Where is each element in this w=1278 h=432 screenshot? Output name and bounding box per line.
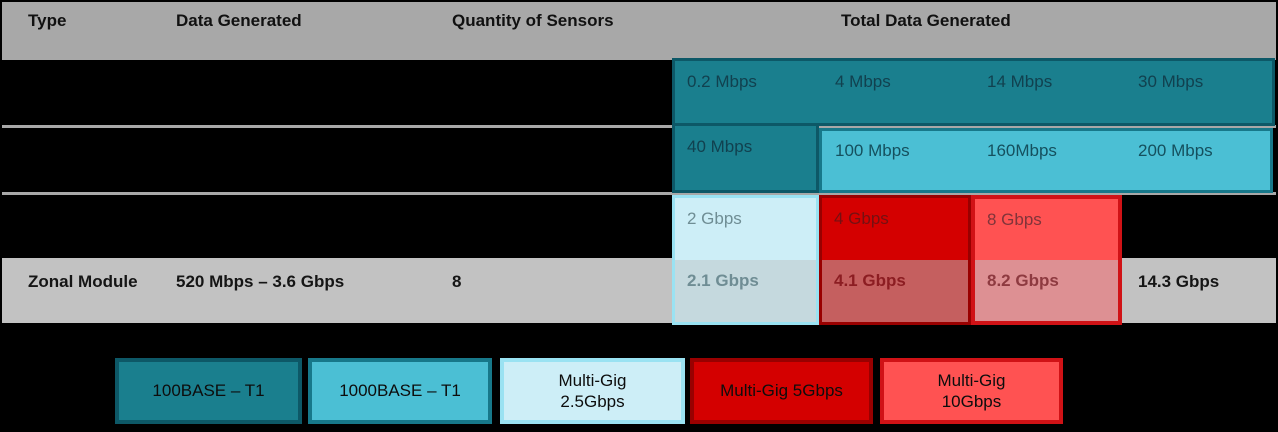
cell-multigig-5: 4 Gbps 4.1 Gbps (819, 195, 971, 325)
cell-multigig-5-zonal: 4.1 Gbps (822, 260, 968, 322)
cell-multigig-5-row3: 4 Gbps (822, 198, 968, 260)
legend-label: 10Gbps (941, 392, 1002, 411)
zonal-type-label: Zonal Module (28, 272, 138, 291)
cell-100base-row1-span: 0.2 Mbps 4 Mbps 14 Mbps 30 Mbps (672, 58, 1275, 126)
value-200-mbps: 200 Mbps (1138, 141, 1213, 160)
value-14-mbps: 14 Mbps (987, 72, 1053, 91)
value-4-mbps: 4 Mbps (835, 72, 891, 91)
value-160-mbps: 160Mbps (987, 141, 1057, 160)
value-4-1-gbps: 4.1 Gbps (834, 271, 906, 290)
zonal-quantity: 8 (452, 272, 462, 291)
legend-multigig-2-5gbps: Multi-Gig 2.5Gbps (500, 358, 685, 424)
legend-1000base-t1: 1000BASE – T1 (308, 358, 492, 424)
value-40-mbps: 40 Mbps (687, 137, 753, 156)
header-quantity-of-sensors: Quantity of Sensors (452, 11, 614, 30)
value-4-gbps: 4 Gbps (834, 209, 889, 228)
legend-multigig-5gbps: Multi-Gig 5Gbps (690, 358, 873, 424)
value-2-gbps: 2 Gbps (687, 209, 742, 228)
legend-label: Multi-Gig (558, 370, 627, 390)
cell-multigig-2-5: 2 Gbps 2.1 Gbps (672, 195, 819, 325)
header-data-generated: Data Generated (176, 11, 302, 30)
legend-label: 2.5Gbps (560, 392, 625, 411)
value-2-1-gbps: 2.1 Gbps (687, 271, 759, 290)
legend-multigig-10gbps: Multi-Gig 10Gbps (880, 358, 1063, 424)
legend-label: 100BASE – T1 (152, 381, 265, 401)
legend-label: 1000BASE – T1 (339, 381, 461, 401)
legend-100base-t1: 100BASE – T1 (115, 358, 302, 424)
legend-label: Multi-Gig (937, 370, 1006, 390)
value-100-mbps: 100 Mbps (835, 141, 910, 160)
value-0-2-mbps: 0.2 Mbps (687, 72, 757, 91)
value-8-2-gbps: 8.2 Gbps (987, 271, 1059, 290)
legend-label: Multi-Gig 5Gbps (720, 381, 843, 401)
row-separator (2, 125, 1276, 128)
zonal-data-generated: 520 Mbps – 3.6 Gbps (176, 272, 345, 291)
header-total-data-generated: Total Data Generated (841, 11, 1011, 30)
value-30-mbps: 30 Mbps (1138, 72, 1204, 91)
cell-multigig-10-zonal: 8.2 Gbps (975, 260, 1118, 321)
cell-multigig-2-5-row3: 2 Gbps (675, 198, 816, 260)
cell-100base-row2: 40 Mbps (672, 123, 819, 193)
cell-multigig-10-row3: 8 Gbps (975, 199, 1118, 260)
cell-multigig-10: 8 Gbps 8.2 Gbps (971, 195, 1122, 325)
value-14-3-gbps: 14.3 Gbps (1138, 272, 1220, 291)
header-type: Type (28, 11, 67, 30)
row-separator (2, 192, 1276, 195)
value-8-gbps: 8 Gbps (987, 210, 1042, 229)
cell-1000base-row2-span: 100 Mbps 160Mbps 200 Mbps (819, 128, 1273, 193)
header-row (2, 2, 1276, 60)
cell-multigig-2-5-zonal: 2.1 Gbps (675, 260, 816, 322)
